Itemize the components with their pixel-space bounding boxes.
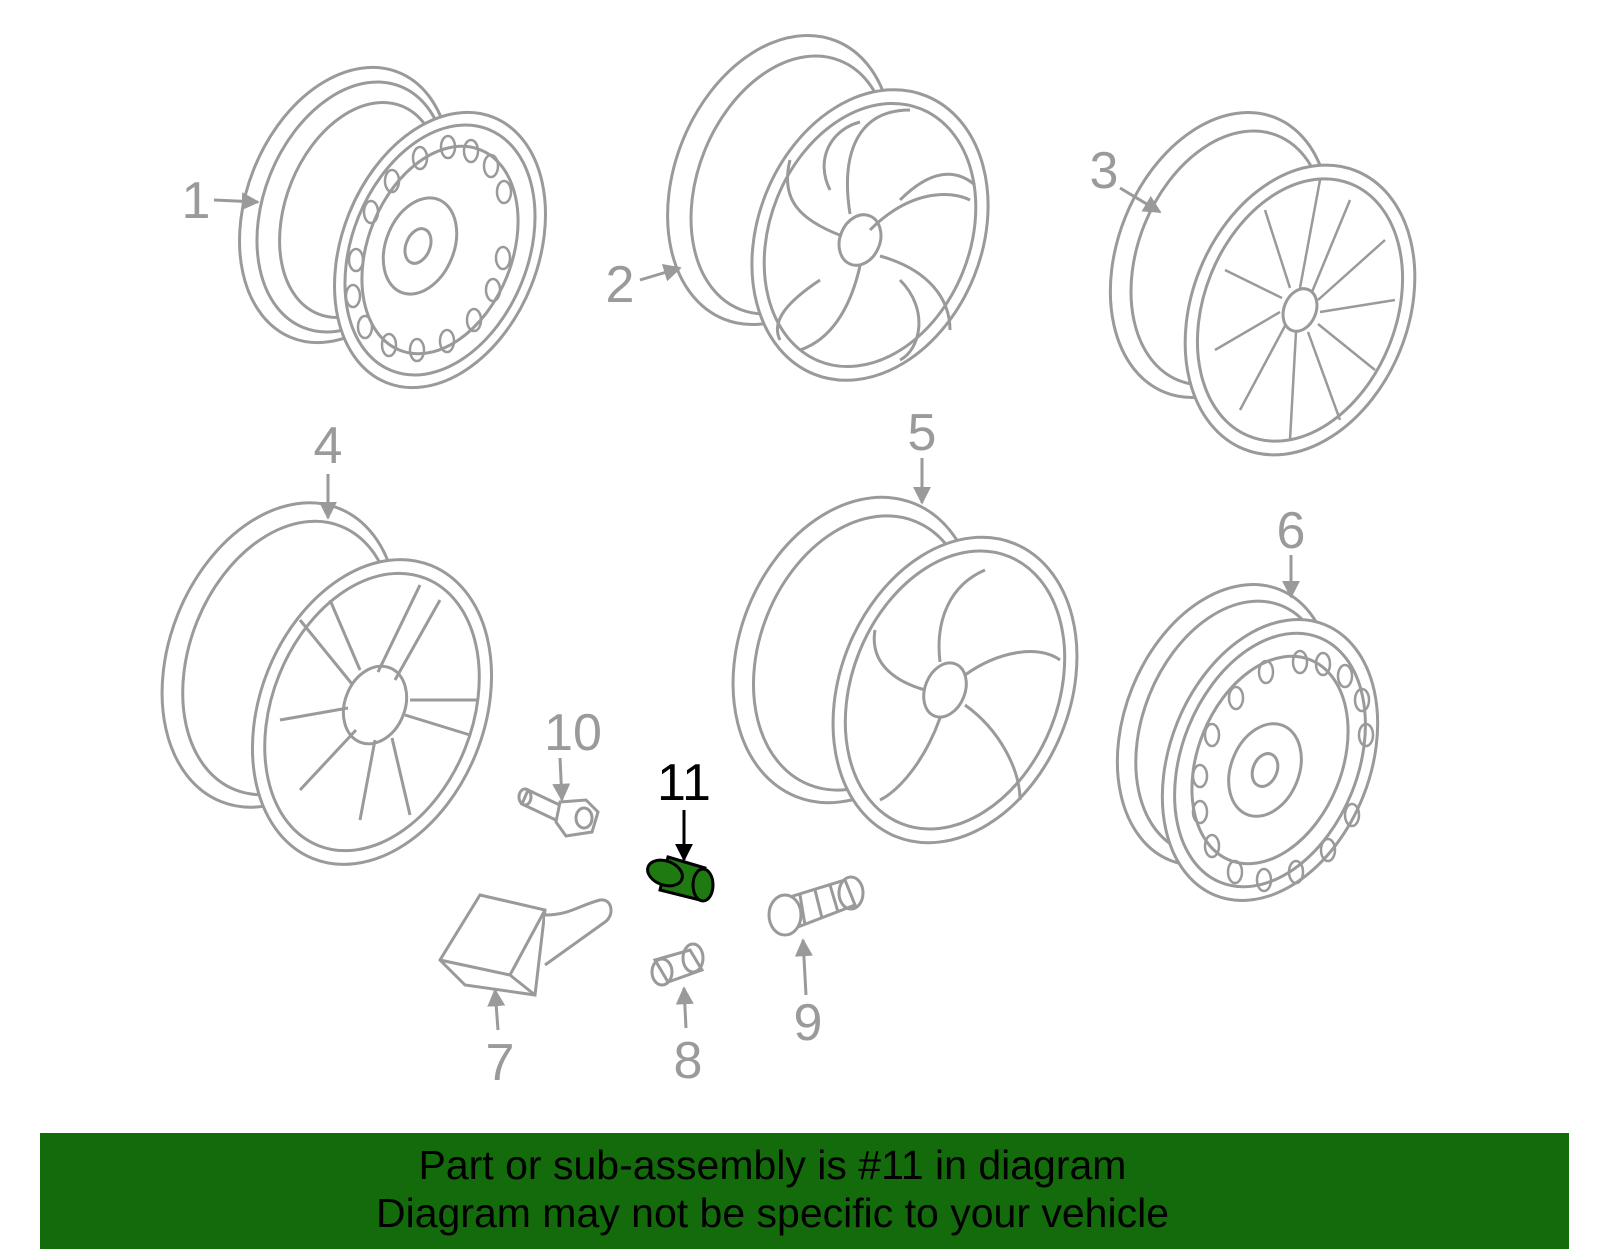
part-9-lug-bolt <box>767 875 865 937</box>
callout-11[interactable]: 11 <box>657 754 711 812</box>
callout-3[interactable]: 3 <box>1090 142 1119 200</box>
part-11-highlighted <box>646 855 715 903</box>
wheel-4-fivespoke <box>160 501 494 866</box>
banner-line-2: Diagram may not be specific to your vehi… <box>375 1190 1169 1236</box>
part-10-valve <box>517 787 600 838</box>
callout-7[interactable]: 7 <box>486 1034 515 1092</box>
callout-10[interactable]: 10 <box>544 704 602 762</box>
callout-9[interactable]: 9 <box>794 994 823 1052</box>
callout-5[interactable]: 5 <box>908 404 937 462</box>
callout-1[interactable]: 1 <box>182 172 211 230</box>
callout-2[interactable]: 2 <box>606 256 635 314</box>
info-banner: Part or sub-assembly is #11 in diagram D… <box>40 1133 1569 1249</box>
part-7-tpms-sensor <box>438 893 613 997</box>
callout-6[interactable]: 6 <box>1277 502 1306 560</box>
callout-8[interactable]: 8 <box>674 1032 703 1090</box>
callout-4[interactable]: 4 <box>314 417 343 475</box>
wheel-3-multispoke <box>1108 111 1417 457</box>
leader-lines <box>213 186 1300 1031</box>
part-8-cap <box>650 942 705 987</box>
wheel-1-steel <box>238 65 547 390</box>
wheel-2-alloy <box>666 33 990 382</box>
wheel-5-alloy <box>731 495 1079 845</box>
wheel-parts-diagram: 1 2 3 4 5 6 7 8 9 10 11 <box>160 33 1417 1092</box>
banner-line-1: Part or sub-assembly is #11 in diagram <box>418 1142 1127 1188</box>
wheel-6-steel <box>1115 583 1380 902</box>
